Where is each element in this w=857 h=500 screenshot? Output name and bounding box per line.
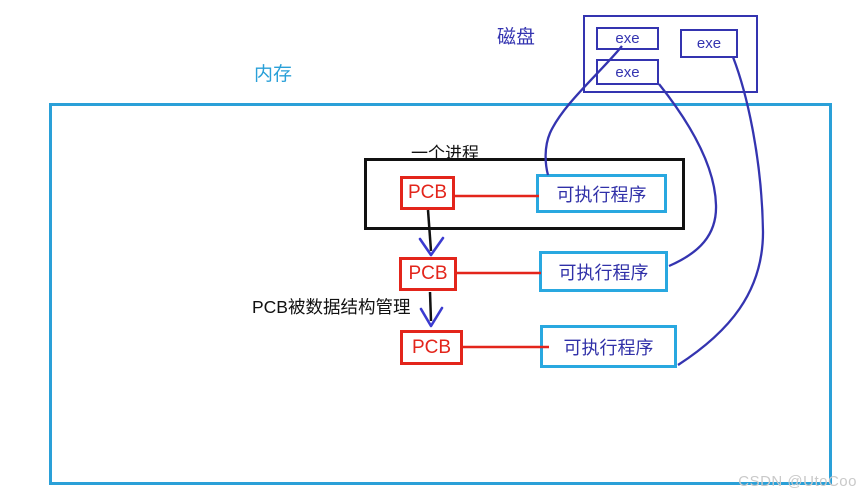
pcb-box-2-label: PCB (408, 263, 448, 284)
pcb-box-3: PCB (400, 330, 463, 365)
program-box-1: 可执行程序 (536, 174, 667, 213)
memory-box (49, 103, 832, 485)
program-box-3: 可执行程序 (540, 325, 677, 368)
program-box-1-label: 可执行程序 (556, 184, 647, 205)
exe-box-2: exe (680, 29, 738, 58)
program-box-3-label: 可执行程序 (563, 337, 654, 358)
pcb-box-3-label: PCB (411, 336, 452, 358)
exe-box-1: exe (596, 27, 659, 50)
disk-label: 磁盘 (497, 27, 536, 48)
program-box-2-label: 可执行程序 (558, 262, 649, 283)
exe-box-3: exe (596, 59, 659, 85)
note-label: PCB被数据结构管理 (252, 297, 411, 317)
pcb-box-2: PCB (399, 257, 457, 291)
exe-box-2-label: exe (696, 35, 722, 52)
watermark: CSDN @UtoCoo (738, 473, 857, 490)
pcb-box-1: PCB (400, 176, 455, 210)
pcb-box-1-label: PCB (407, 182, 448, 203)
program-box-2: 可执行程序 (539, 251, 668, 292)
exe-box-1-label: exe (615, 30, 640, 47)
disk-box: exe exe exe (583, 15, 758, 93)
memory-label: 内存 (254, 64, 293, 85)
exe-box-3-label: exe (615, 63, 640, 81)
